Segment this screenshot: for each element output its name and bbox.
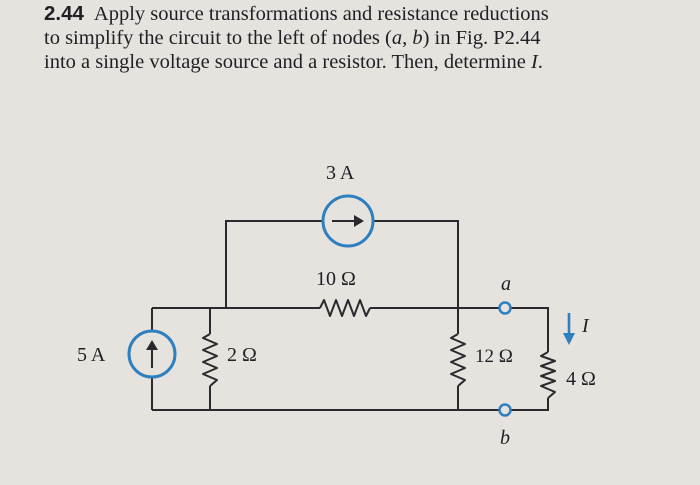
problem-line1-text: Apply source transformations and resista… (93, 3, 549, 25)
problem-period: . (537, 51, 543, 73)
wire-load-bottom (511, 398, 549, 411)
right-arrow-icon (354, 215, 364, 227)
resistor-12-ohm (450, 333, 466, 387)
problem-line2-text: to simplify the circuit to the left of n… (44, 27, 392, 49)
problem-line-3: into a single voltage source and a resis… (44, 50, 684, 74)
problem-node-b: b (412, 27, 423, 49)
label-10-ohm: 10 Ω (316, 268, 356, 290)
current-i-arrow (563, 313, 575, 345)
up-arrow-icon (146, 340, 158, 350)
label-current-i: I (581, 315, 590, 337)
resistor-2-ohm (202, 333, 218, 387)
problem-comma: , (402, 27, 413, 49)
problem-line2-end: ) in Fig. P2.44 (422, 27, 541, 49)
problem-line-1: 2.44 Apply source transformations and res… (44, 2, 684, 26)
wire-load-top (511, 307, 549, 352)
circuit-wires (151, 220, 549, 411)
label-node-b: b (500, 427, 510, 449)
problem-node-a: a (391, 27, 403, 49)
terminal-a (498, 301, 512, 315)
label-12-ohm: 12 Ω (475, 346, 513, 367)
problem-statement: 2.44 Apply source transformations and res… (44, 2, 684, 74)
terminal-b (498, 403, 512, 417)
problem-line-2: to simplify the circuit to the left of n… (44, 26, 684, 50)
label-2-ohm: 2 Ω (227, 344, 257, 366)
problem-var-i: I (530, 51, 538, 73)
label-5a: 5 A (77, 344, 106, 366)
resistor-10-ohm (319, 299, 371, 317)
problem-line3-text: into a single voltage source and a resis… (44, 51, 531, 73)
label-node-a: a (501, 273, 511, 295)
current-source-5a (127, 329, 177, 379)
label-4-ohm: 4 Ω (566, 368, 596, 390)
wire-top-left (225, 220, 322, 308)
problem-number: 2.44 (44, 2, 84, 25)
resistor-4-ohm (540, 351, 556, 399)
wire-top-right (374, 220, 459, 308)
current-source-3a (321, 194, 375, 248)
label-3a: 3 A (326, 162, 355, 184)
down-arrow-icon (563, 333, 575, 345)
